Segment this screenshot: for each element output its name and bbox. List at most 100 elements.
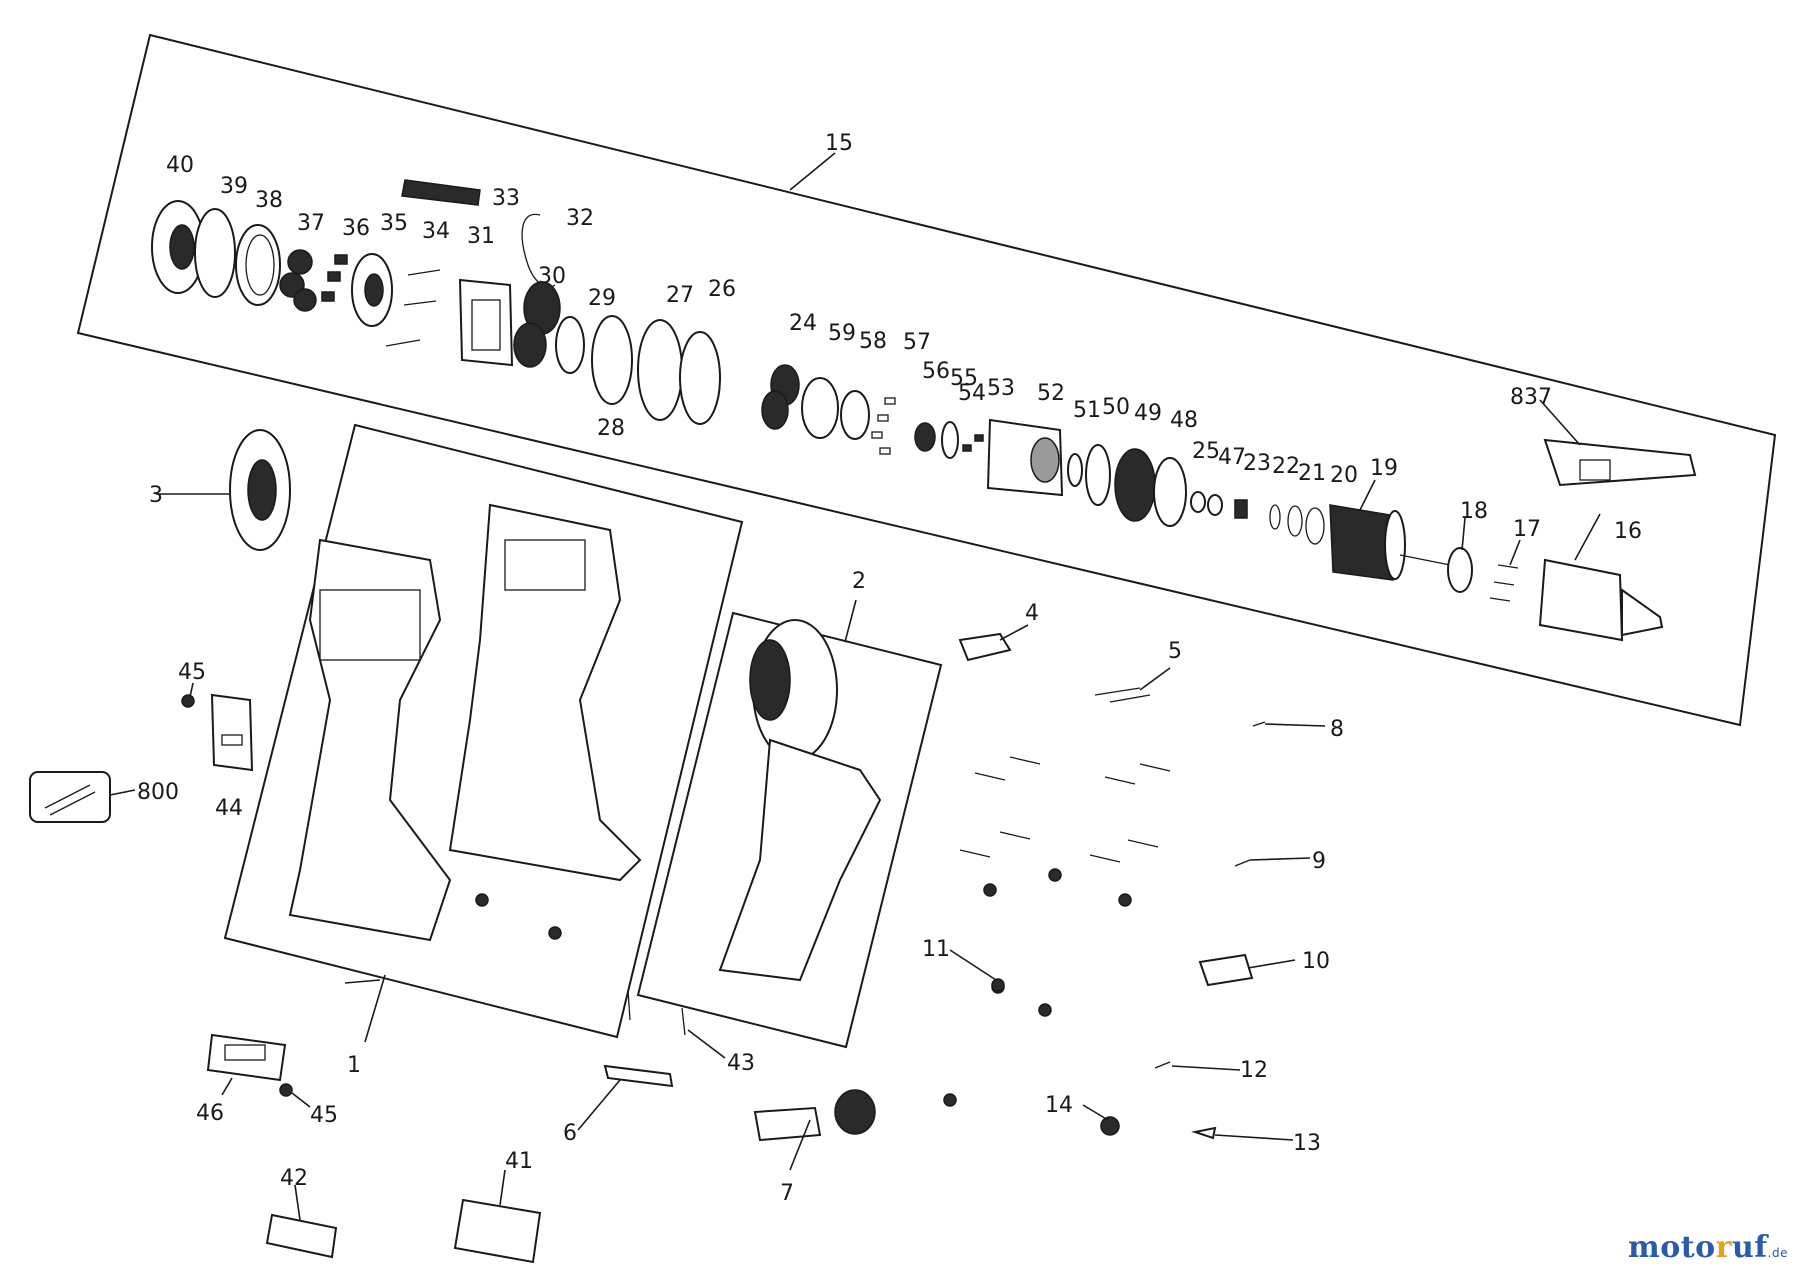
- part-46-clip: [206, 1033, 287, 1082]
- part-22-washer: [1269, 504, 1281, 530]
- part-19-armature: [1329, 504, 1406, 581]
- part-54-key: [962, 444, 972, 452]
- callout-32: 32: [566, 206, 594, 231]
- callout-57: 57: [903, 330, 931, 355]
- part-33-switch: [401, 179, 481, 206]
- callout-48: 48: [1170, 408, 1198, 433]
- part-35-carrier: [351, 253, 393, 327]
- callout-41: 41: [505, 1149, 533, 1174]
- callout-3: 3: [149, 483, 163, 508]
- watermark-tld: .de: [1767, 1246, 1788, 1260]
- callout-8: 8: [1330, 717, 1344, 742]
- part-16-chuck: [1538, 558, 1664, 642]
- part-25-bushing: [1190, 491, 1206, 513]
- callout-51: 51: [1073, 398, 1101, 423]
- part-837-clip: [1543, 438, 1697, 487]
- part-45-screw: [181, 694, 195, 708]
- callout-31: 31: [467, 224, 495, 249]
- callout-23: 23: [1243, 451, 1271, 476]
- part-53-key: [974, 434, 984, 442]
- callout-37: 37: [297, 211, 325, 236]
- callout-10: 10: [1302, 949, 1330, 974]
- part-4-clip: [958, 632, 1012, 662]
- callout-26: 26: [708, 277, 736, 302]
- part-41-label: [453, 1198, 542, 1264]
- watermark-main: moto: [1628, 1230, 1716, 1265]
- part-52-gearbox-housing: [986, 418, 1064, 497]
- callout-46: 46: [196, 1101, 224, 1126]
- part-12-pin: [1154, 1061, 1171, 1069]
- motor-assembly-frame: [636, 611, 943, 1049]
- callout-36: 36: [342, 216, 370, 241]
- part-59-carrier: [801, 377, 839, 439]
- part-20-ring: [1305, 507, 1325, 545]
- part-47-spacer: [1207, 494, 1223, 516]
- callout-29: 29: [588, 286, 616, 311]
- callout-47: 47: [1218, 445, 1246, 470]
- callout-59: 59: [828, 321, 856, 346]
- part-10-bracket: [1198, 953, 1254, 987]
- callout-13: 13: [1293, 1131, 1321, 1156]
- callout-27: 27: [666, 283, 694, 308]
- screw-cluster: [943, 756, 1171, 1107]
- part-17-screws: [1489, 564, 1519, 602]
- callout-20: 20: [1330, 463, 1358, 488]
- callout-35: 35: [380, 211, 408, 236]
- callout-5: 5: [1168, 639, 1182, 664]
- part-3-ring-plate: [229, 429, 291, 551]
- callout-40: 40: [166, 153, 194, 178]
- callout-45: 45: [178, 660, 206, 685]
- watermark-main-2: uf: [1731, 1230, 1768, 1265]
- callout-21: 21: [1298, 461, 1326, 486]
- part-13-clip: [1191, 1126, 1217, 1140]
- callout-17: 17: [1513, 517, 1541, 542]
- part-11-screw: [991, 978, 1005, 992]
- callout-14: 14: [1045, 1093, 1073, 1118]
- callout-38: 38: [255, 188, 283, 213]
- callout-7: 7: [780, 1181, 794, 1206]
- part-14-knob: [1100, 1116, 1120, 1136]
- part-9-pin: [1234, 859, 1251, 867]
- callout-39: 39: [220, 174, 248, 199]
- part-37-planet-gears: [279, 249, 317, 312]
- part-31-housing: [458, 278, 514, 367]
- callout-22: 22: [1272, 454, 1300, 479]
- callout-837: 837: [1510, 385, 1552, 410]
- callout-42: 42: [280, 1166, 308, 1191]
- callout-28: 28: [597, 416, 625, 441]
- watermark-logo: motoruf.de: [1628, 1230, 1788, 1265]
- callout-4: 4: [1025, 601, 1039, 626]
- part-23-clip: [1234, 499, 1248, 519]
- part-39-washer: [194, 208, 236, 298]
- part-57-pins: [871, 397, 896, 455]
- callout-11: 11: [922, 937, 950, 962]
- part-42-label: [265, 1213, 338, 1259]
- part-48-bearing: [1153, 457, 1187, 527]
- part-8-pin: [1252, 721, 1266, 727]
- callout-15: 15: [825, 131, 853, 156]
- part-800-kit: [29, 771, 111, 823]
- part-7-switch: [753, 1089, 876, 1142]
- part-55-ring: [941, 421, 959, 459]
- part-44-clip: [210, 693, 254, 772]
- callout-45b: 45: [310, 1103, 338, 1128]
- part-24-gears: [761, 364, 800, 430]
- part-18-spindle: [1399, 547, 1473, 593]
- callout-labels: 40 39 38 37 36 35 34 33 32 31 30 29 28 2…: [137, 131, 1642, 1206]
- callout-25: 25: [1192, 439, 1220, 464]
- callout-30: 30: [538, 264, 566, 289]
- callout-12: 12: [1240, 1058, 1268, 1083]
- part-29-carrier: [555, 316, 585, 374]
- part-58-gear: [840, 390, 870, 440]
- callout-49: 49: [1134, 401, 1162, 426]
- callout-56: 56: [922, 359, 950, 384]
- callout-1: 1: [347, 1053, 361, 1078]
- callout-55: 55: [950, 366, 978, 391]
- part-1-housing-halves: [288, 503, 642, 942]
- callout-50: 50: [1102, 395, 1130, 420]
- callout-44: 44: [215, 796, 243, 821]
- part-43-screw-a: [627, 989, 631, 1021]
- part-38-ring: [235, 224, 281, 306]
- part-43-screw-b: [681, 1007, 686, 1036]
- leader-lines: [109, 152, 1601, 1221]
